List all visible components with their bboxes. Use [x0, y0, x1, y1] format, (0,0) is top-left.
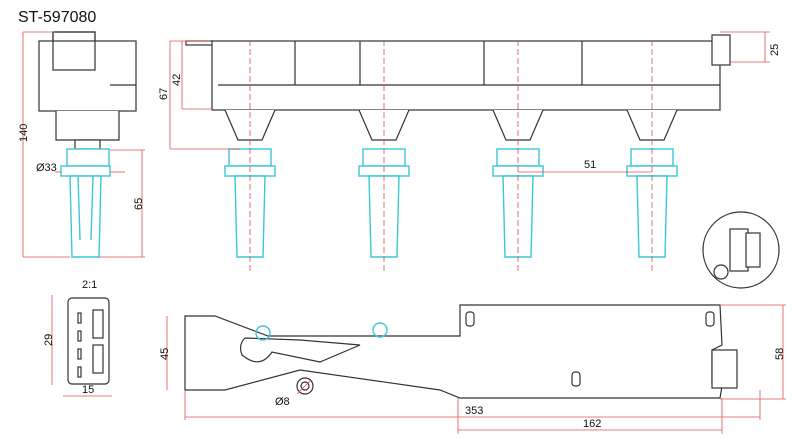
part-number: ST-597080	[18, 9, 96, 26]
dim-353: 353	[465, 405, 483, 417]
dim-42: 42	[171, 74, 183, 86]
coil-tower-2	[358, 40, 410, 272]
coil-housing	[211, 40, 721, 111]
dim-140: 140	[18, 124, 30, 142]
connector-front-view: 2:1 29 15	[43, 279, 112, 397]
dim-29: 29	[43, 334, 55, 346]
dim-45: 45	[159, 348, 171, 360]
front-view: 67 42 51 25	[158, 31, 781, 272]
dim-15: 15	[82, 384, 94, 396]
side-neck	[55, 111, 120, 141]
side-view: 140 Ø33 65	[18, 31, 145, 258]
dim-25: 25	[769, 44, 781, 56]
scale-label: 2:1	[82, 279, 97, 291]
coil-base-outline	[184, 304, 723, 399]
dim-diameter-33: Ø33	[36, 162, 57, 174]
coil-tower-1	[224, 40, 276, 272]
dim-162: 162	[583, 418, 601, 430]
plan-view: 45 58 Ø8 353 162	[159, 304, 786, 434]
coil-tower-3	[492, 40, 544, 272]
connector-detail	[702, 211, 780, 289]
side-boot	[60, 148, 111, 258]
coil-tower-4	[626, 40, 678, 272]
plan-connector	[711, 349, 738, 389]
side-body	[38, 40, 137, 112]
housing-connector	[711, 34, 731, 66]
dim-diameter-8: Ø8	[275, 396, 290, 408]
dim-58: 58	[774, 348, 786, 360]
dim-65: 65	[133, 198, 145, 210]
dim-51: 51	[584, 159, 596, 171]
dim-67: 67	[158, 88, 170, 100]
